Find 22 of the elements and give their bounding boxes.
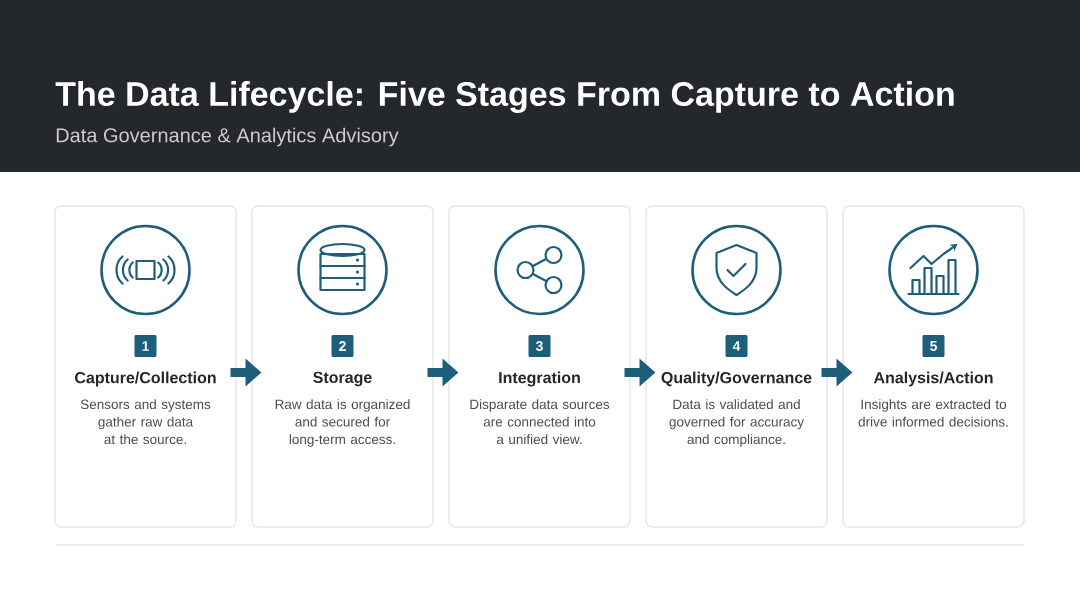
number-badge: 5 xyxy=(922,335,945,357)
number-badge: 1 xyxy=(134,335,157,357)
stage-card xyxy=(842,205,1025,528)
stage-card xyxy=(54,205,237,528)
number-badge: 3 xyxy=(528,335,551,357)
stage-card xyxy=(448,205,631,528)
number-badge: 4 xyxy=(725,335,748,357)
stage-card xyxy=(251,205,434,528)
stage-description: Data is validated and governed for accuracy and compliance. xyxy=(669,399,804,447)
stage-description: Disparate data sources are connected into a unified view. xyxy=(470,399,610,445)
stage-description: Insights are extracted to drive informed decisions. xyxy=(858,399,1008,427)
stage-title: Capture/Collection xyxy=(75,371,216,387)
subtitle: Data Governance & Analytics Advisory xyxy=(56,127,399,147)
stage-title: Quality/Governance xyxy=(661,371,812,387)
stage-title: Storage xyxy=(313,371,372,387)
title: The Data Lifecycle: Five Stages From Capture to Action xyxy=(55,81,954,113)
stage-card xyxy=(645,205,828,528)
stage-description: Raw data is organized and secured for long-term access. xyxy=(275,399,410,447)
number-badge: 2 xyxy=(331,335,354,357)
stage-title: Integration xyxy=(499,371,580,387)
stage-description: Sensors and systems gather raw data at the source. xyxy=(80,399,211,445)
stage-title: Analysis/Action xyxy=(873,371,993,387)
